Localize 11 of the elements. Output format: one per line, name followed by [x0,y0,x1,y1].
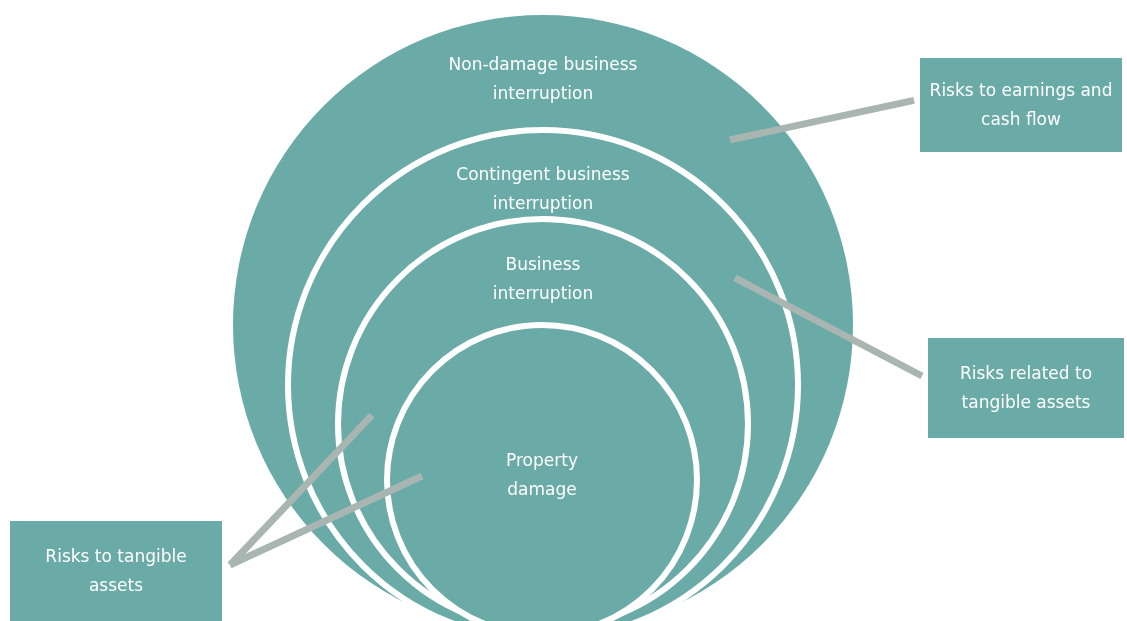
circle-label: Property damage [505,449,579,501]
circle-label: Contingent business interruption [455,163,631,215]
circle-label: Non-damage business interruption [447,53,639,105]
callout-label: Risks to tangible assets [10,521,222,621]
circle-label: Business interruption [491,253,595,305]
leader-line [228,472,424,569]
callout-label: Risks to earnings and cash flow [920,58,1122,152]
leader-line [227,412,375,568]
callout-label: Risks related to tangible assets [928,338,1124,438]
leader-line [733,274,924,380]
leader-line [729,96,915,144]
